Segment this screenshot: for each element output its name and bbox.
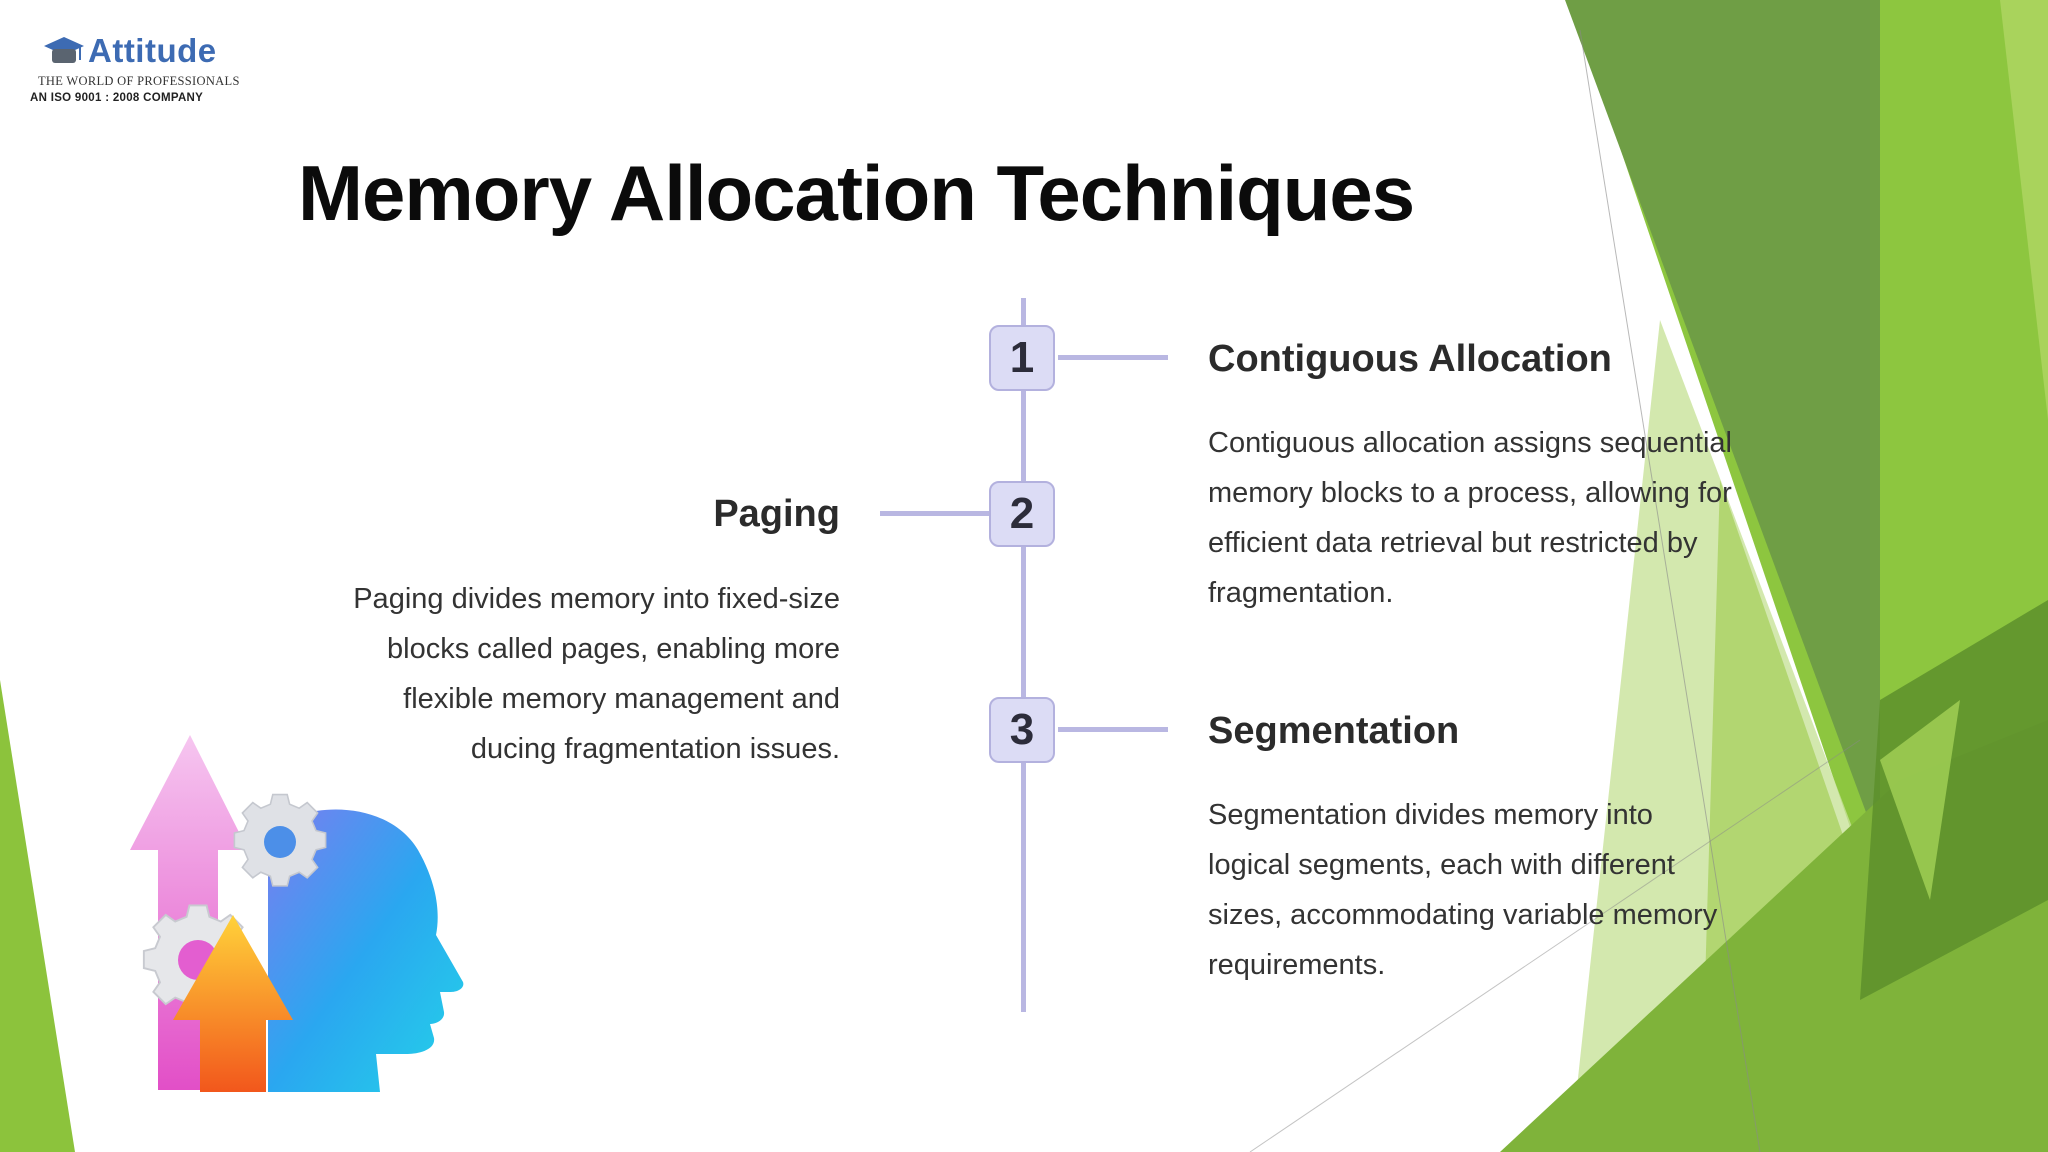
step-1-line: fragmentation. [1208,577,1394,609]
step-3-description: Segmentation divides memory into logical… [1208,790,1768,990]
step-1-line: efficient data retrieval but restricted … [1208,527,1698,559]
step-3-line: sizes, accommodating variable memory [1208,899,1718,931]
slide-title: Memory Allocation Techniques [298,149,1415,237]
logo-tagline: THE WORLD OF PROFESSIONALS [38,74,240,88]
step-3-heading: Segmentation [1208,710,1460,752]
step-1-heading: Contiguous Allocation [1208,338,1612,380]
step-3-line: requirements. [1208,949,1386,981]
step-2-line: ducing fragmentation issues. [470,733,840,765]
step-3-line: Segmentation divides memory into [1208,799,1653,831]
step-2-line: Paging divides memory into fixed-size [353,583,840,615]
head-gears-illustration [130,735,464,1092]
logo-brand: Attitude [88,32,217,69]
graduation-cap-icon [44,37,84,63]
step-1-number: 1 [989,325,1055,391]
step-2-description: Paging divides memory into fixed-size bl… [290,574,840,774]
step-2-line: flexible memory management and [403,683,840,715]
step-3-line: logical segments, each with different [1208,849,1675,881]
step-3-number: 3 [989,697,1055,763]
step-1-connector [1058,355,1168,360]
step-1-description: Contiguous allocation assigns sequential… [1208,418,1768,618]
timeline-line [1021,298,1026,1012]
step-1-line: Contiguous allocation assigns sequential [1208,427,1732,459]
step-2-connector [880,511,990,516]
step-2-line: blocks called pages, enabling more [387,633,840,665]
step-3-connector [1058,727,1168,732]
step-1-line: memory blocks to a process, allowing for [1208,477,1732,509]
step-2-number: 2 [989,481,1055,547]
logo-iso-line: AN ISO 9001 : 2008 COMPANY [30,92,204,104]
company-logo: Attitude THE WORLD OF PROFESSIONALS AN I… [28,28,240,113]
step-2-heading: Paging [713,493,840,535]
